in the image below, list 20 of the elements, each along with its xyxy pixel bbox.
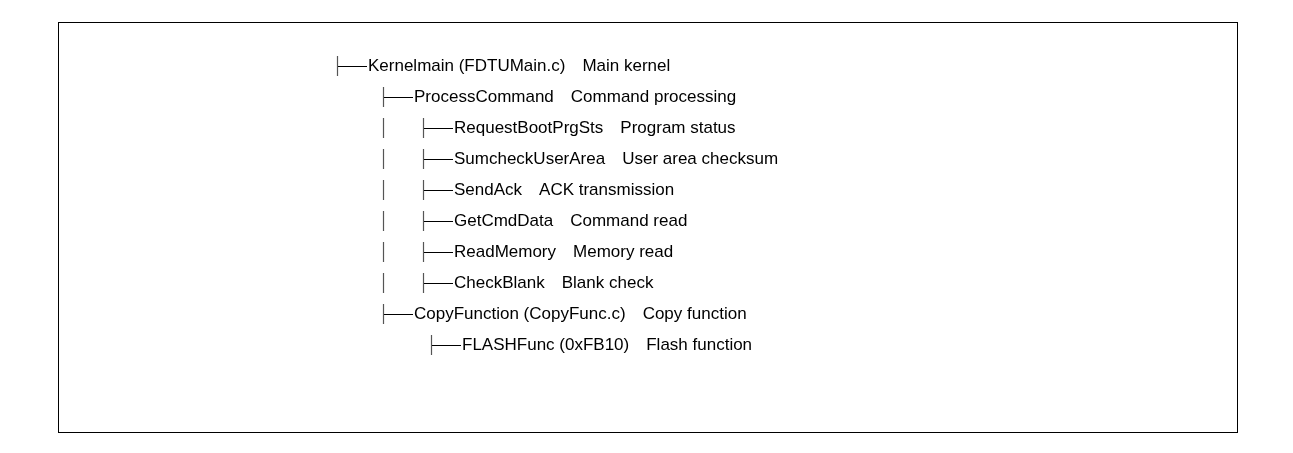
function-name: CopyFunction (CopyFunc.c) — [414, 304, 626, 324]
function-description: Blank check — [561, 273, 654, 293]
function-name: SendAck — [454, 180, 523, 200]
function-description: Command read — [570, 211, 688, 231]
function-description: User area checksum — [622, 149, 779, 169]
function-name: CheckBlank — [454, 273, 545, 293]
function-description: Main kernel — [582, 56, 671, 76]
function-name: GetCmdData — [454, 211, 554, 231]
function-name: Kernelmain (FDTUMain.c) — [368, 56, 566, 76]
function-name: RequestBootPrgSts — [454, 118, 604, 138]
function-description: ACK transmission — [539, 180, 675, 200]
function-description: Copy function — [642, 304, 747, 324]
function-description: Flash function — [646, 335, 753, 355]
function-name: ProcessCommand — [414, 87, 554, 107]
function-name: FLASHFunc (0xFB10) — [462, 335, 630, 355]
function-description: Memory read — [573, 242, 674, 262]
function-description: Program status — [620, 118, 736, 138]
function-name: ReadMemory — [454, 242, 557, 262]
function-description: Command processing — [570, 87, 737, 107]
function-name: SumcheckUserArea — [454, 149, 606, 169]
